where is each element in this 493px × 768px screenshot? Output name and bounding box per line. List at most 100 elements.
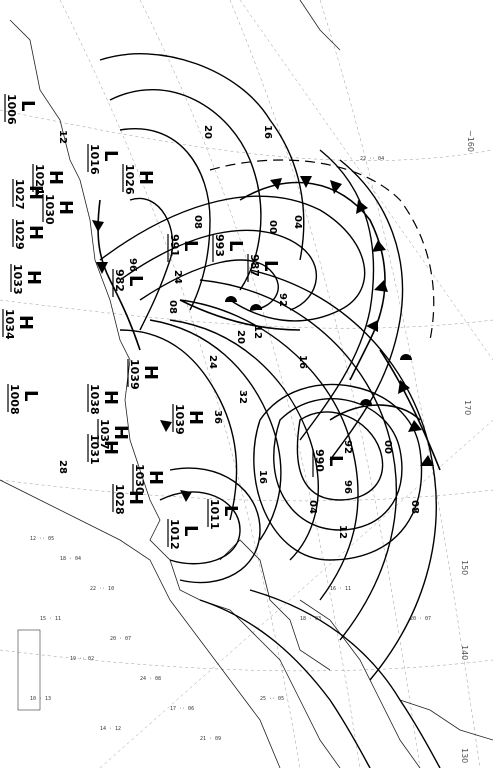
isobar-label: 12: [57, 130, 68, 144]
svg-text:14 · 12: 14 · 12: [100, 726, 121, 732]
longitude-label: ~160: [466, 130, 475, 152]
center-type: H: [100, 390, 121, 405]
center-value: 1039: [173, 404, 186, 435]
isobar-label: 92: [277, 293, 288, 307]
svg-text:15 · 11: 15 · 11: [40, 616, 61, 622]
center-type: L: [180, 240, 201, 251]
svg-text:17 ·· 06: 17 ·· 06: [170, 706, 194, 712]
center-value: 1012: [168, 519, 181, 550]
center-type: L: [225, 240, 246, 251]
center-value: 1028: [113, 484, 126, 515]
center-value: 1033: [11, 264, 24, 295]
isobar-label: 96: [127, 258, 138, 272]
isobar-label: 28: [57, 460, 68, 474]
isobar-label: 32: [237, 390, 248, 404]
center-type: L: [20, 390, 41, 401]
center-value: 1029: [13, 219, 26, 250]
center-type: H: [145, 470, 166, 485]
isobar-label: 16: [297, 355, 308, 369]
svg-text:19 ·· 02: 19 ·· 02: [70, 656, 94, 662]
center-type: H: [135, 170, 156, 185]
isobar-label: 08: [409, 500, 420, 514]
svg-text:18 · 04: 18 · 04: [60, 556, 81, 562]
center-value: 1037: [98, 419, 111, 450]
isobar-label: 16: [262, 125, 273, 139]
center-type: H: [25, 185, 46, 200]
isobar-label: 00: [382, 440, 393, 454]
center-value: 993: [213, 234, 226, 257]
center-value: 1026: [123, 164, 136, 195]
center-value: 1008: [8, 384, 21, 415]
isobar-label: 12: [337, 525, 348, 539]
center-type: H: [23, 270, 44, 285]
center-type: L: [325, 455, 346, 466]
center-value: 1024: [33, 164, 46, 195]
center-value: 987: [248, 254, 261, 277]
svg-text:22 ·· 04: 22 ·· 04: [360, 156, 384, 162]
isobar-label: 00: [267, 220, 278, 234]
svg-text:12 ·· 05: 12 ·· 05: [30, 536, 54, 542]
center-value: 1039: [128, 359, 141, 390]
center-value: 1006: [5, 94, 18, 125]
svg-text:21 · 09: 21 · 09: [200, 736, 221, 742]
center-type: H: [110, 425, 131, 440]
center-type: L: [220, 505, 241, 516]
isobar-label: 08: [192, 215, 203, 229]
isobar-label: 04: [292, 215, 303, 229]
longitude-label: 170: [463, 400, 472, 415]
svg-text:20 · 07: 20 · 07: [110, 636, 131, 642]
center-value: 1030: [133, 464, 146, 495]
center-value: 1034: [3, 309, 16, 340]
center-type: L: [260, 260, 281, 271]
center-type: L: [180, 525, 201, 536]
center-value: 1030: [43, 194, 56, 225]
isobar-label: 12: [252, 325, 263, 339]
center-type: H: [55, 200, 76, 215]
isobar-label: 16: [257, 470, 268, 484]
center-value: 1011: [208, 499, 221, 530]
isobar-label: 20: [202, 125, 213, 139]
center-value: 1031: [88, 434, 101, 465]
svg-text:20 · 07: 20 · 07: [410, 616, 431, 622]
isobar-label: 36: [212, 410, 223, 424]
center-type: L: [17, 100, 38, 111]
center-type: H: [140, 365, 161, 380]
center-value: 1027: [13, 179, 26, 210]
longitude-label: 140: [460, 645, 469, 660]
center-type: H: [25, 225, 46, 240]
center-value: 991: [168, 234, 181, 257]
pressure-centers: L1006L1016H1026H1027H1024H1029H1030H1033…: [2, 94, 346, 550]
center-value: 1038: [88, 384, 101, 415]
center-value: 990: [313, 449, 326, 472]
svg-text:24 · 08: 24 · 08: [140, 676, 161, 682]
svg-text:25 ·· 05: 25 ·· 05: [260, 696, 284, 702]
svg-text:18 · 03: 18 · 03: [300, 616, 321, 622]
longitude-label: 150: [460, 560, 469, 575]
center-type: H: [15, 315, 36, 330]
isobars: [99, 53, 441, 768]
isobar-label: 24: [172, 270, 183, 284]
isobar-label: 92: [342, 440, 353, 454]
isobar-label: 04: [307, 500, 318, 514]
